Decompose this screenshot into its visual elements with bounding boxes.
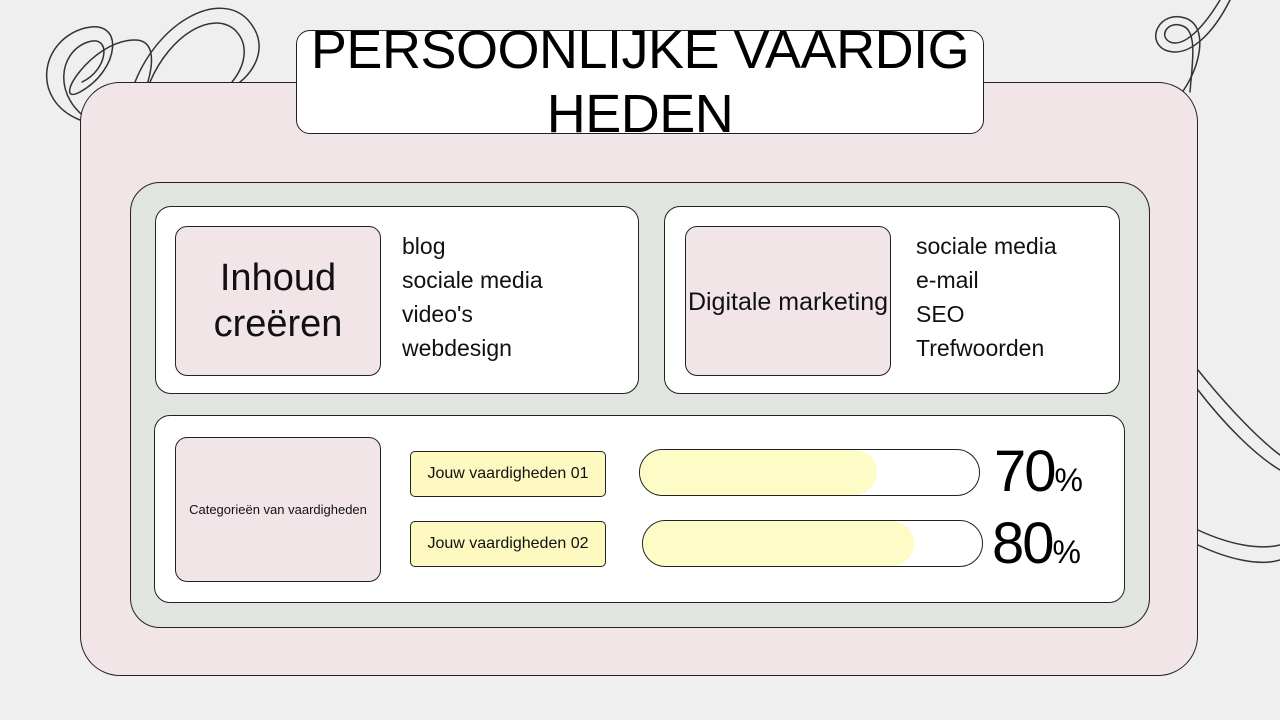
skill-progress-bar xyxy=(642,520,983,567)
card-item-list: blog sociale media video's webdesign xyxy=(402,229,543,365)
skills-category-box: Categorieën van vaardigheden xyxy=(175,437,381,582)
skill-label-tag: Jouw vaardigheden 02 xyxy=(410,521,606,567)
skill-percentage-value: 80 xyxy=(992,511,1054,576)
card-heading: Digitale marketing xyxy=(687,288,889,316)
skill-percentage: 80% xyxy=(992,510,1081,577)
list-item: blog xyxy=(402,233,446,259)
title-box xyxy=(296,30,984,134)
card-heading-box xyxy=(685,226,891,376)
skill-progress-bar xyxy=(639,449,980,496)
list-item: SEO xyxy=(916,301,965,327)
list-item: e-mail xyxy=(916,267,979,293)
card-heading-box: Inhoud creëren xyxy=(175,226,381,376)
list-item: webdesign xyxy=(402,335,512,361)
skill-progress-fill xyxy=(643,521,915,566)
list-item: sociale media xyxy=(916,233,1057,259)
skill-percentage-unit: % xyxy=(1054,462,1083,498)
card-item-list: sociale media e-mail SEO Trefwoorden xyxy=(916,229,1057,365)
skill-percentage: 70% xyxy=(994,438,1083,505)
list-item: Trefwoorden xyxy=(916,335,1045,361)
list-item: sociale media xyxy=(402,267,543,293)
skill-percentage-value: 70 xyxy=(994,439,1056,504)
page-title: PERSOONLIJKE VAARDIGHEDEN xyxy=(310,20,970,144)
skill-progress-fill xyxy=(640,450,878,495)
skills-category-label: Categorieën van vaardigheden xyxy=(189,502,367,517)
skill-label-tag: Jouw vaardigheden 01 xyxy=(410,451,606,497)
skill-percentage-unit: % xyxy=(1052,534,1081,570)
card-heading: Inhoud creëren xyxy=(213,257,343,345)
list-item: video's xyxy=(402,301,473,327)
